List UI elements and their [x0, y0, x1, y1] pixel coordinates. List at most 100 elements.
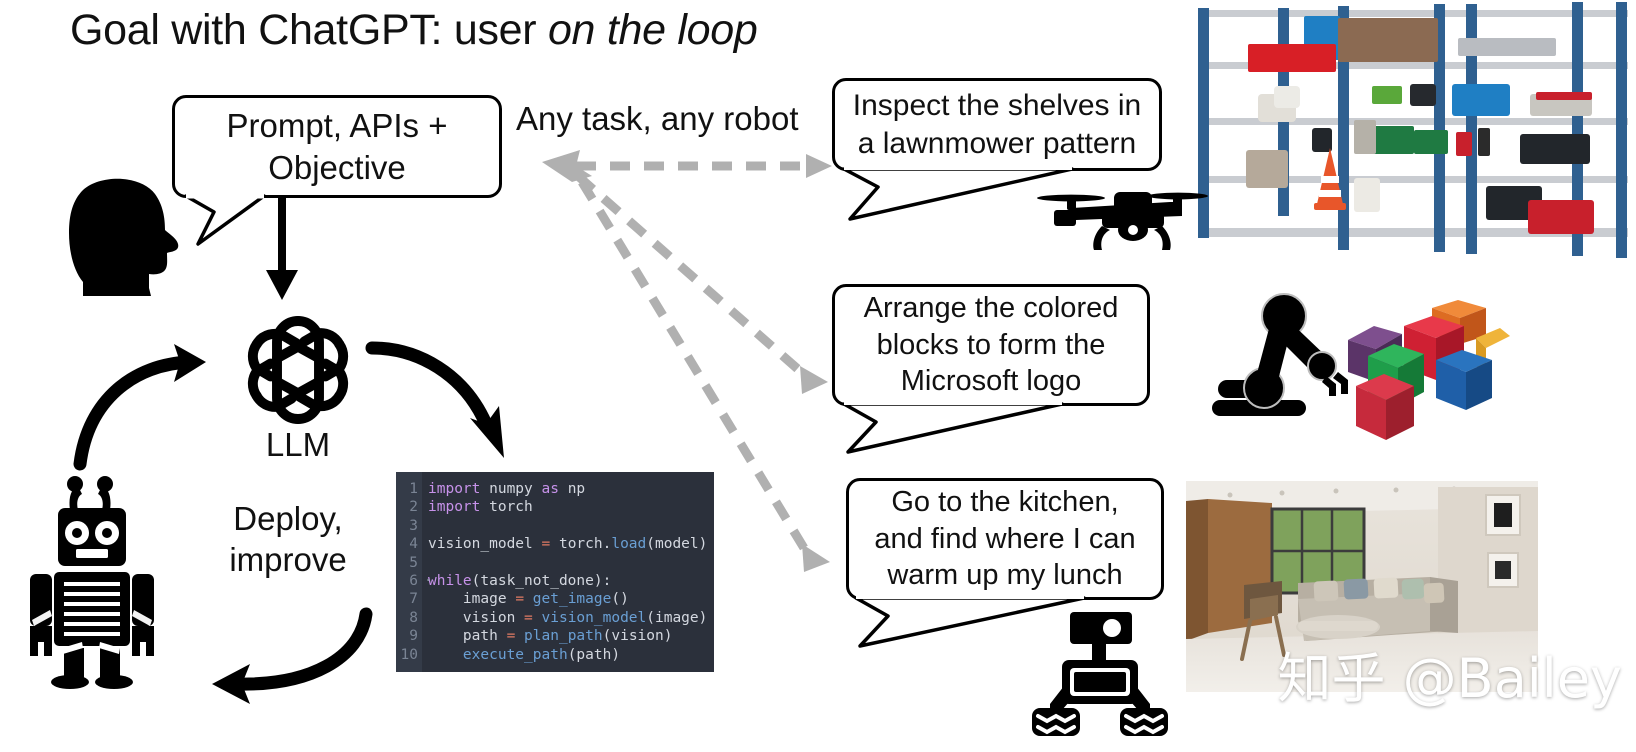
arrow-code-to-robot — [178, 607, 378, 704]
code-line-number: 8 — [409, 609, 418, 626]
code-token: (task_not_done): — [471, 572, 612, 589]
code-token: torch — [480, 499, 533, 516]
code-token: as — [541, 481, 559, 497]
task-bubble-inspect-shelves-tail — [836, 163, 1076, 225]
code-token: plan_path — [524, 628, 603, 645]
blue-cube — [1436, 350, 1492, 410]
bubble2-line3: Microsoft logo — [900, 365, 1082, 398]
task-bubble-inspect-shelves: Inspect the shelves in a lawnmower patte… — [832, 78, 1162, 171]
task-bubble-kitchen-lunch-tail — [848, 592, 1088, 652]
living-room-photo — [1186, 481, 1538, 692]
colored-blocks-group — [1340, 300, 1510, 440]
shelf-item-red-crate — [1248, 44, 1336, 72]
bubble3-line3: warm up my lunch — [887, 559, 1123, 592]
code-token: = — [515, 591, 525, 608]
code-line-number: 6 — [409, 572, 418, 589]
code-token — [533, 610, 542, 626]
code-token: (path) — [567, 646, 621, 663]
task-bubble-kitchen-lunch-text: Go to the kitchen, and find where I can … — [864, 482, 1145, 596]
code-token: = — [506, 628, 516, 645]
code-line-number: 1 — [409, 481, 418, 497]
dashed-arrowhead-left — [542, 150, 592, 182]
code-token: = — [541, 536, 551, 553]
code-token: (model) — [646, 536, 708, 553]
task-bubble-kitchen-lunch: Go to the kitchen, and find where I can … — [846, 478, 1164, 600]
code-line: 10 execute_path(path) — [396, 646, 714, 664]
prompt-bubble-tail — [178, 190, 318, 250]
user-silhouette — [55, 178, 195, 303]
code-token: np — [558, 481, 586, 497]
openai-logo-icon — [228, 300, 368, 440]
dashed-arrowhead-right-2 — [800, 366, 828, 394]
code-token: vision — [428, 609, 525, 626]
code-token — [515, 628, 524, 644]
code-token — [428, 647, 463, 663]
code-token: while — [428, 572, 472, 589]
code-token: path — [428, 628, 507, 645]
code-line: 4 vision_model = torch.load(model) — [396, 535, 714, 553]
dashed-arrowhead-right-3 — [802, 544, 830, 572]
ground-robot-icon — [1024, 608, 1176, 738]
arrow-llm-to-code — [365, 340, 518, 470]
code-line: 9 path = plan_path(vision) — [396, 627, 714, 645]
any-task-label: Any task, any robot — [516, 100, 799, 137]
shelf-item-brown-box — [1338, 18, 1438, 62]
code-token — [524, 591, 533, 607]
code-token: load — [611, 536, 647, 553]
code-line-number: 2 — [409, 499, 418, 516]
code-token: () — [611, 591, 629, 608]
code-line-number: 4 — [409, 536, 418, 553]
bubble3-line2: and find where I can — [874, 522, 1136, 555]
prompt-bubble-text: Prompt, APIs + Objective — [216, 103, 457, 190]
code-fold-marker[interactable]: · — [424, 572, 433, 589]
crimson-cube — [1356, 374, 1414, 440]
code-line-number: 9 — [409, 628, 418, 645]
task-bubble-arrange-blocks: Arrange the colored blocks to form the M… — [832, 284, 1150, 406]
code-token: import — [428, 499, 481, 516]
code-token: torch. — [550, 536, 612, 553]
deploy-label-line2: improve — [229, 541, 347, 579]
code-token: image — [428, 591, 516, 608]
watermark: 知乎 @Bailey — [1277, 647, 1623, 710]
code-line: 5 — [396, 554, 714, 572]
code-line: 1 import numpy as np — [396, 480, 714, 498]
code-token: (vision) — [602, 628, 673, 645]
arrow-prompt-to-llm — [252, 196, 312, 304]
deploy-improve-label: Deploy, improve — [178, 498, 398, 581]
code-token: vision_model — [428, 536, 542, 553]
arrow-robot-to-llm — [48, 340, 208, 471]
robot-icon — [24, 470, 174, 689]
prompt-bubble-line1: Prompt, APIs + — [226, 106, 448, 144]
robot-arm-icon — [1212, 293, 1362, 420]
bubble2-line1: Arrange the colored — [863, 292, 1119, 325]
prompt-bubble-line2: Objective — [268, 148, 406, 186]
code-token: = — [524, 609, 533, 626]
code-line: 2 import torch — [396, 498, 714, 516]
dashed-arrowhead-right-1 — [806, 154, 832, 178]
code-line-number: 10 — [400, 646, 418, 663]
prompt-bubble: Prompt, APIs + Objective — [172, 95, 502, 198]
code-token: get_image — [532, 591, 612, 608]
task-bubble-arrange-blocks-tail — [836, 398, 1066, 458]
page-title-emphasis: on the loop — [547, 6, 758, 54]
bubble1-line1: Inspect the shelves in — [852, 88, 1142, 122]
code-token: vision_model — [541, 609, 647, 626]
code-line-number: 7 — [409, 591, 418, 608]
code-token: (image) — [646, 609, 708, 626]
llm-label: LLM — [265, 426, 331, 463]
shelf-item-cone — [1314, 148, 1346, 210]
code-token: import — [428, 481, 481, 497]
code-line: 8 vision = vision_model(image) — [396, 609, 714, 627]
task-bubble-arrange-blocks-text: Arrange the colored blocks to form the M… — [854, 288, 1129, 402]
bubble2-line2: blocks to form the — [876, 328, 1106, 361]
bubble1-line2: a lawnmower pattern — [857, 126, 1137, 160]
task-bubble-inspect-shelves-text: Inspect the shelves in a lawnmower patte… — [843, 85, 1152, 165]
code-line-number: 5 — [409, 554, 418, 571]
code-token: numpy — [480, 481, 542, 497]
warehouse-shelf-photo — [1186, 0, 1636, 258]
code-line: 3 — [396, 517, 714, 535]
code-line: 6 ·while(task_not_done): — [396, 572, 714, 590]
code-line: 7 image = get_image() — [396, 590, 714, 608]
